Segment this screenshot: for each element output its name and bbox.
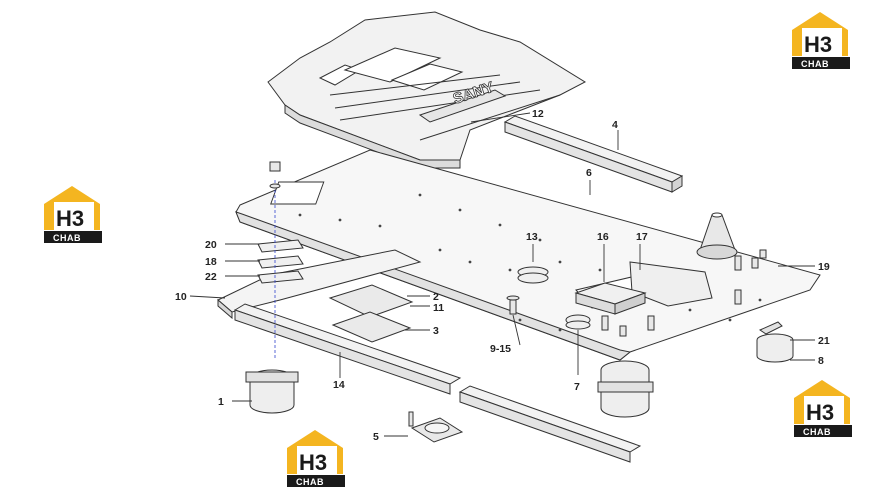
pedal-boot	[696, 212, 738, 260]
beam-4	[503, 115, 684, 193]
label-7: 7	[574, 381, 580, 393]
part-labels: 12 4 6 13 16 17 20 18 22 10 2 11 3 9-15 …	[175, 108, 830, 443]
block-16	[574, 282, 647, 315]
label-1: 1	[218, 396, 224, 408]
label-4: 4	[612, 119, 618, 131]
beam-14b	[458, 385, 642, 463]
label-12: 12	[532, 108, 544, 120]
label-22: 22	[205, 271, 217, 283]
label-6: 6	[586, 167, 592, 179]
plate-3	[331, 311, 412, 343]
logo-caption: CHAB	[803, 427, 831, 437]
label-10: 10	[175, 291, 187, 303]
logo-letters: H3	[56, 206, 84, 231]
label-11: 11	[433, 302, 444, 314]
label-19: 19	[818, 261, 830, 273]
logo-letters: H3	[806, 400, 834, 425]
plate-posts	[601, 249, 767, 337]
label-8: 8	[818, 355, 824, 367]
motor-center	[597, 360, 654, 418]
motor-1	[245, 369, 299, 414]
grommet-7	[565, 314, 591, 330]
label-21: 21	[818, 335, 830, 347]
label-3: 3	[433, 325, 439, 337]
logo-caption: CHAB	[296, 477, 324, 487]
label-5: 5	[373, 431, 379, 443]
label-16: 16	[597, 231, 609, 243]
watermark-logo: H3 CHAB	[794, 380, 852, 437]
leader-lines	[189, 112, 815, 437]
logo-letters: H3	[299, 450, 327, 475]
logo-caption: CHAB	[801, 59, 829, 69]
plate-2	[328, 284, 414, 318]
label-13: 13	[526, 231, 538, 243]
grommet-13	[517, 266, 549, 284]
label-18: 18	[205, 256, 217, 268]
plate-holes	[298, 193, 762, 332]
washer-stack	[257, 239, 304, 284]
watermark-logo: H3 CHAB	[287, 430, 345, 487]
watermark-logo: H3 CHAB	[44, 186, 102, 243]
floor-mat	[267, 11, 587, 169]
label-14: 14	[333, 379, 345, 391]
logo-caption: CHAB	[53, 233, 81, 243]
label-17: 17	[636, 231, 648, 243]
logo-letters: H3	[804, 32, 832, 57]
label-9-15: 9-15	[490, 343, 511, 355]
bolt-top	[269, 161, 281, 189]
pad-5	[408, 411, 464, 443]
bolt-9-15	[506, 295, 520, 315]
label-20: 20	[205, 239, 217, 251]
watermark-logo: H3 CHAB	[792, 12, 850, 69]
motor-8	[756, 321, 794, 363]
label-2: 2	[433, 291, 439, 303]
beam-14	[233, 303, 462, 395]
